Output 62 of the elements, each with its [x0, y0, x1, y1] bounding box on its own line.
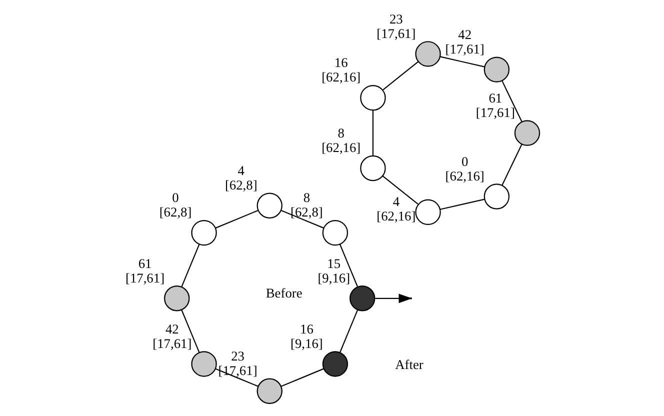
node-circle	[414, 199, 440, 225]
node-label: [17,61]	[376, 26, 416, 41]
label: After	[394, 356, 423, 372]
node-circle	[349, 286, 375, 312]
node-label: 4	[237, 163, 244, 178]
connector	[338, 244, 358, 287]
node-label: 42	[164, 321, 178, 336]
node-label: [62,8]	[158, 204, 192, 220]
label: Before	[265, 285, 302, 300]
node-label: [17,61]	[475, 104, 514, 120]
connector	[339, 310, 358, 352]
connector	[180, 244, 200, 288]
node-label: 0	[172, 190, 178, 206]
node-circle	[483, 56, 510, 82]
node-label: [17,61]	[218, 363, 257, 378]
node-label: [17,61]	[444, 41, 484, 56]
node-label: 0	[460, 154, 468, 169]
connector	[382, 61, 418, 90]
node-label: [62,8]	[224, 178, 257, 193]
node-label: 8	[302, 190, 310, 206]
node-circle	[483, 184, 510, 210]
connector	[501, 144, 522, 186]
connector	[440, 198, 484, 210]
node-label: [62,16]	[376, 208, 416, 224]
node-label: 15	[326, 256, 340, 271]
connector	[215, 368, 258, 387]
node-label: [62,8]	[290, 204, 322, 220]
node-label: 8	[337, 126, 344, 141]
connector	[382, 176, 418, 205]
node-label: [9,16]	[317, 270, 350, 286]
node-label: 16	[300, 321, 313, 336]
connector	[372, 110, 374, 156]
node-label: 16	[334, 55, 348, 70]
node-circle	[322, 220, 348, 246]
node-circle	[360, 155, 386, 182]
node-label: 23	[230, 348, 244, 364]
node-label: 23	[388, 11, 402, 26]
node-circle	[414, 41, 440, 67]
node-circle	[164, 286, 190, 312]
node-circle	[322, 351, 348, 377]
node-label: [9,16]	[290, 336, 322, 351]
connector	[280, 210, 324, 228]
node-label: 61	[138, 256, 152, 271]
node-label: [62,16]	[321, 70, 360, 85]
node-label: [62,16]	[444, 168, 484, 184]
connector	[440, 56, 484, 68]
node-circle	[360, 84, 386, 111]
node-label: [62,16]	[321, 140, 360, 156]
node-label: 42	[458, 26, 472, 42]
node-label: [17,61]	[124, 270, 164, 286]
connector	[180, 310, 200, 353]
node-circle	[256, 192, 282, 218]
node-circle	[256, 378, 282, 404]
node-label: 4	[392, 194, 400, 210]
node-label: [17,61]	[152, 336, 192, 351]
node-circle	[514, 120, 540, 146]
node-label: 61	[488, 90, 502, 106]
connector	[501, 80, 522, 122]
node-circle	[190, 351, 216, 377]
node-circle	[190, 220, 216, 246]
connector	[280, 368, 324, 387]
connector	[214, 210, 258, 229]
